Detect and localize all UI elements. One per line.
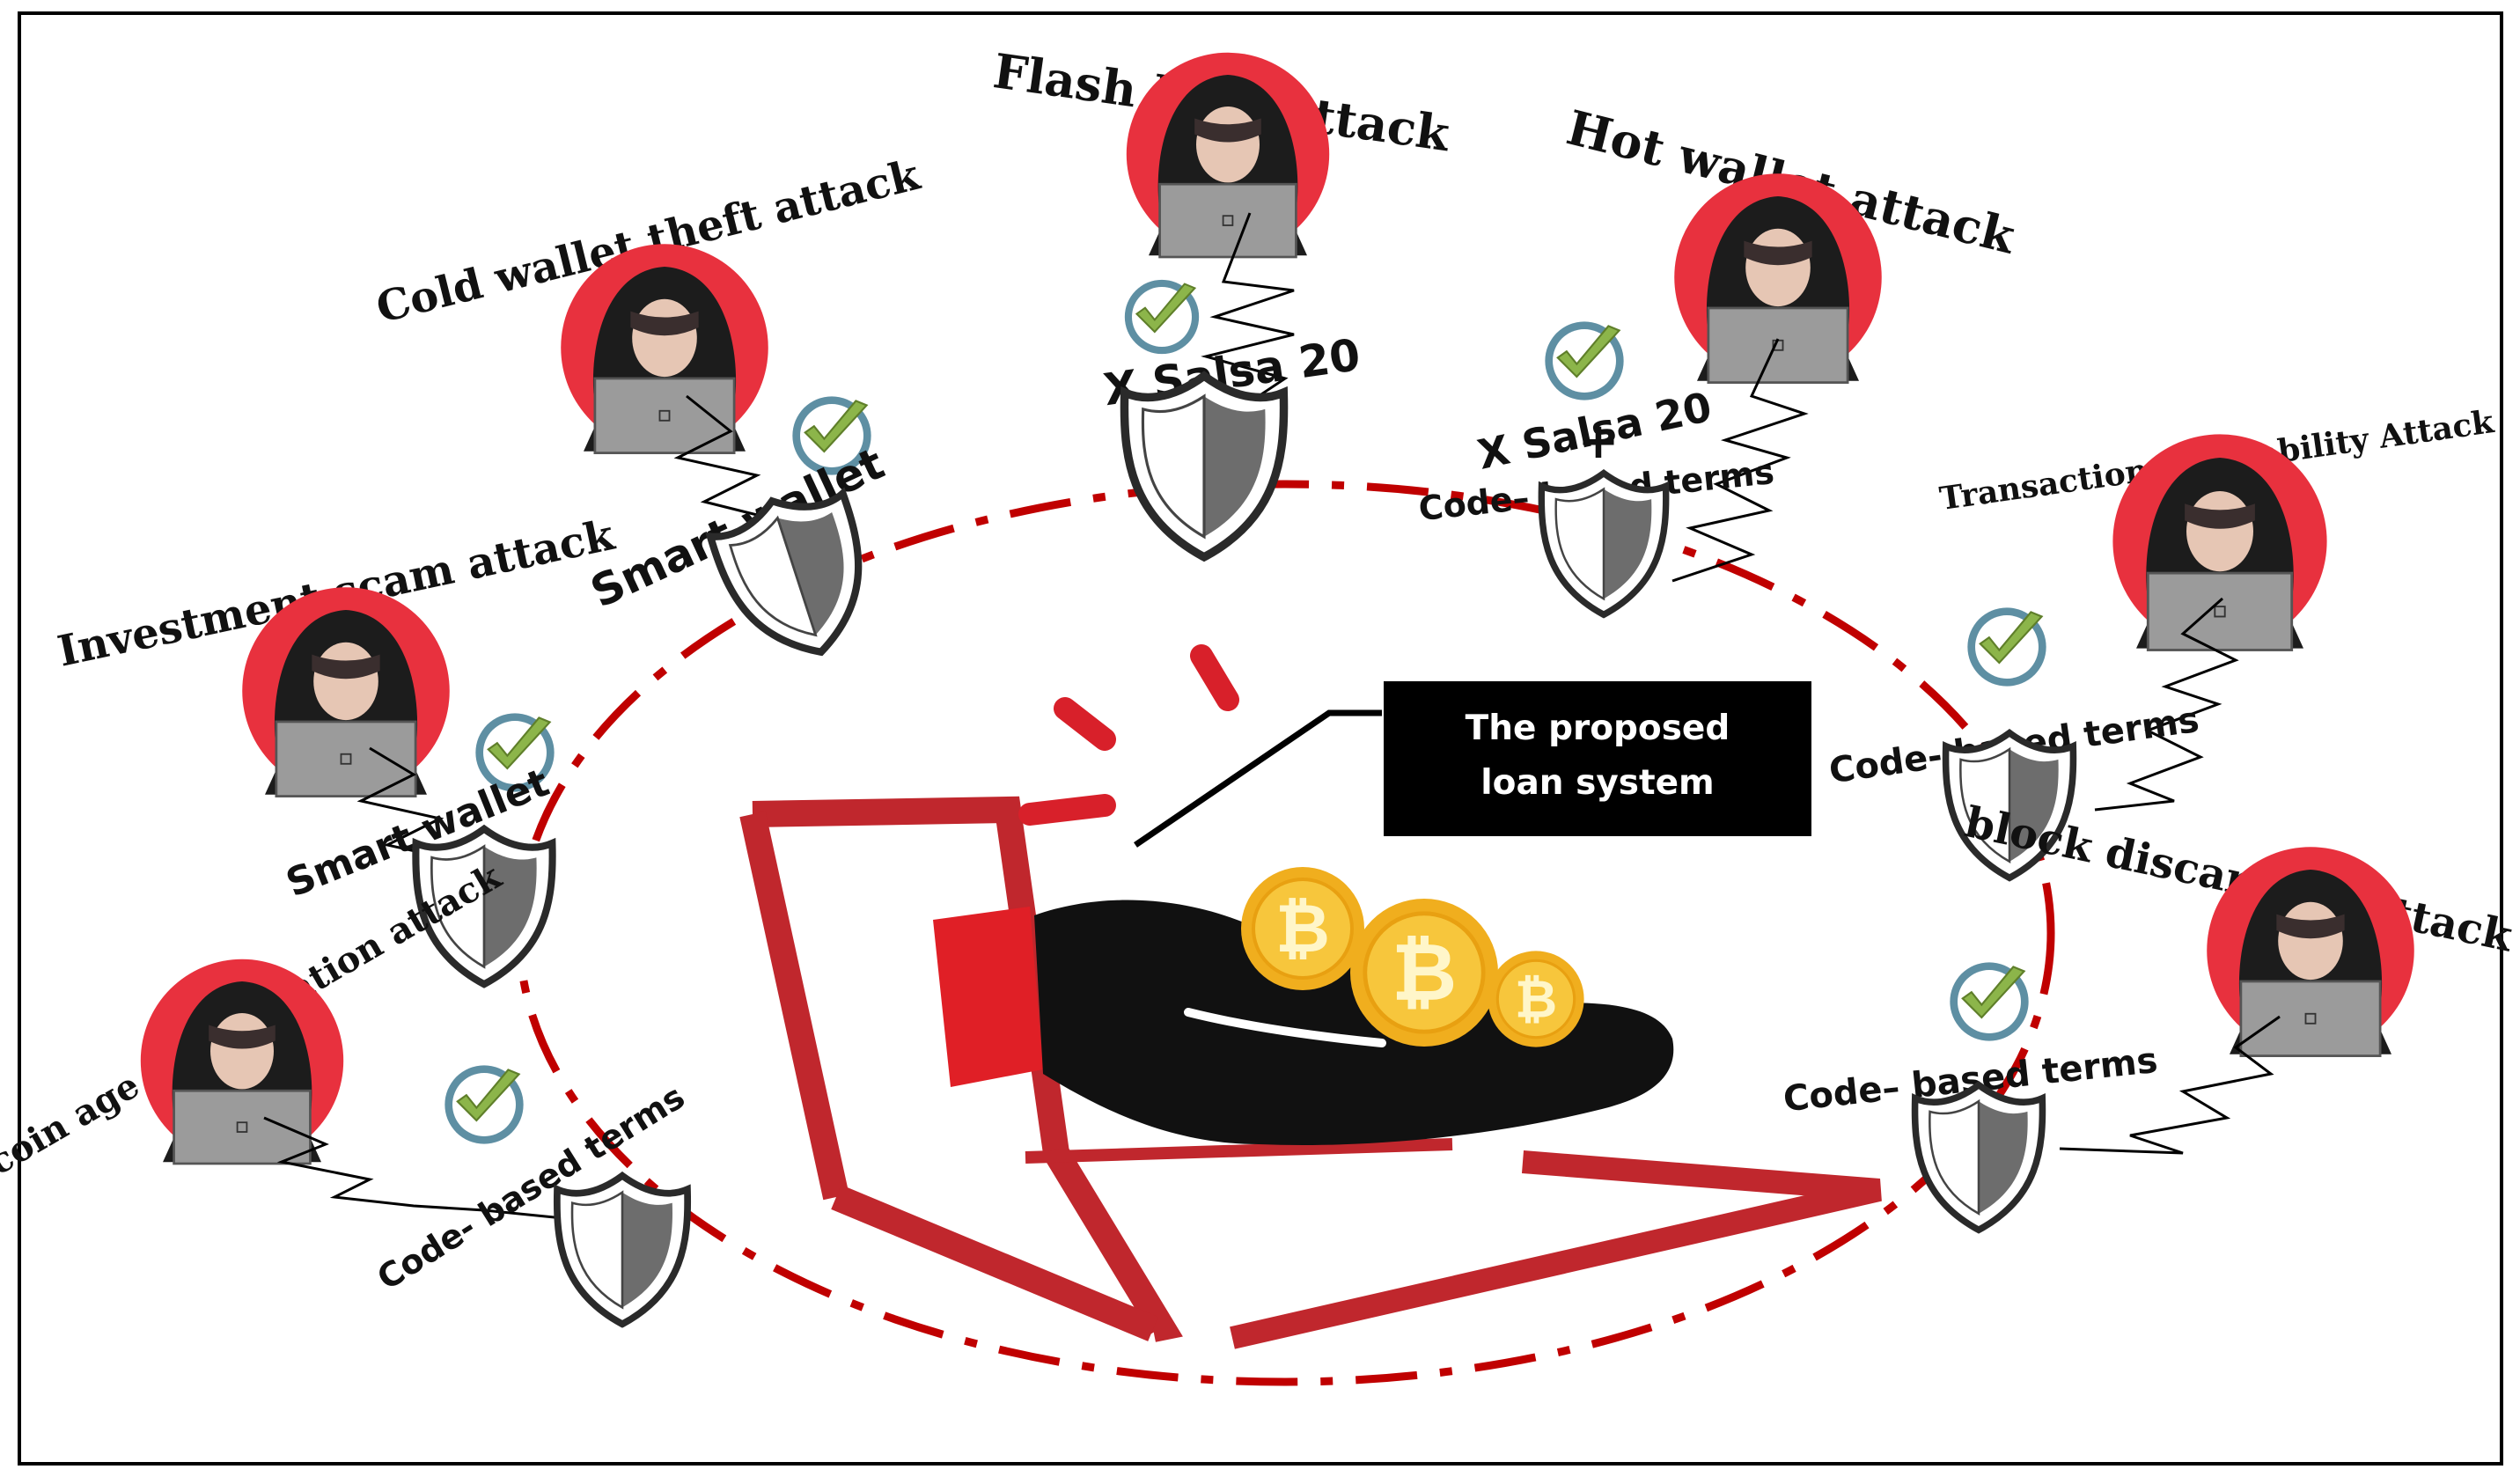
shield-icon bbox=[1124, 376, 1283, 557]
bitcoin-coin-icon: ₿ bbox=[1486, 949, 1586, 1049]
plus-sign: + bbox=[1578, 413, 1620, 470]
flash-loan-group: Flash loan attack X Salsa 20 bbox=[990, 42, 1454, 557]
check-icon bbox=[1544, 320, 1625, 401]
bitcoin-coin-icon: ₿ bbox=[1239, 865, 1366, 992]
check-icon bbox=[444, 1064, 525, 1145]
block-discarding-group: block discarding attack Code– based term… bbox=[1782, 797, 2518, 1230]
transaction-malleability-group: Transaction Malleability Attack Code- ba… bbox=[1826, 403, 2497, 878]
hacker-icon bbox=[240, 585, 452, 797]
svg-text:₿: ₿ bbox=[1515, 968, 1557, 1029]
outer-frame bbox=[18, 11, 2503, 1466]
svg-text:₿: ₿ bbox=[1392, 925, 1457, 1019]
sleeve-icon bbox=[933, 907, 1043, 1087]
bitcoin-coin-icon: ₿ bbox=[1350, 899, 1498, 1047]
hacker-icon bbox=[1125, 51, 1331, 259]
laptop-base-icon bbox=[1230, 1150, 1882, 1349]
box-title-line1: The proposed bbox=[1466, 709, 1730, 748]
investment-scam-group: Investment scam attack Smart wallet bbox=[54, 511, 620, 985]
hacker-icon bbox=[1672, 172, 1884, 384]
loan-system-illustration: ₿ ₿ ₿ bbox=[739, 644, 1882, 1349]
check-icon bbox=[1966, 606, 2047, 687]
svg-text:₿: ₿ bbox=[1275, 889, 1330, 967]
hand-icon bbox=[1034, 900, 1674, 1145]
hacker-icon bbox=[559, 242, 770, 454]
hot-wallet-group: Hot wallet attack X Salsa 20 + Code– bas… bbox=[1417, 99, 2022, 614]
shield-icon bbox=[1915, 1085, 2043, 1231]
proposed-system-box: The proposed loan system bbox=[1384, 681, 1811, 836]
hacker-icon bbox=[2111, 432, 2329, 651]
box-title-line2: loan system bbox=[1480, 763, 1714, 803]
callout-line bbox=[1134, 709, 1382, 848]
coin-age-group: coin age accumulation attack Code- based… bbox=[0, 856, 691, 1325]
shield-icon bbox=[1541, 474, 1665, 615]
check-icon bbox=[1123, 278, 1201, 356]
hacker-icon bbox=[2205, 845, 2416, 1057]
cold-wallet-group: Cold wallet theft attack Smart wallet bbox=[371, 150, 926, 673]
hacker-icon bbox=[139, 958, 345, 1165]
check-icon bbox=[1949, 961, 2030, 1042]
shield-icon bbox=[557, 1176, 687, 1325]
